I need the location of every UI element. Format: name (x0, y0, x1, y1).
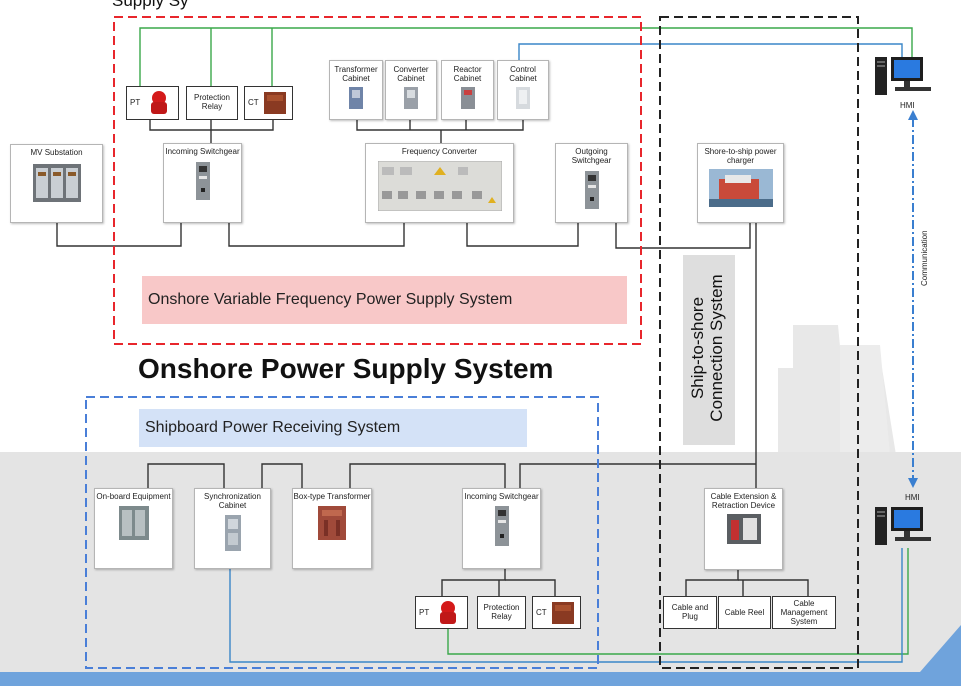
communication-label: Communication (920, 230, 929, 286)
onshore-outgoing-switchgear: Outgoing Switchgear (555, 143, 628, 223)
ship-ct: CT (532, 596, 581, 629)
ship-protection-relay-label: Protection Relay (483, 603, 520, 621)
equipment-room-icon (118, 506, 149, 540)
shipboard-system-border (85, 396, 599, 669)
page-title-partial: Supply Sy (112, 0, 189, 10)
shore-to-ship-charger-label: Shore-to-ship power charger (704, 147, 777, 165)
transformer-icon (318, 506, 346, 540)
reactor-cabinet-label: Reactor Cabinet (453, 65, 482, 83)
onshore-variable-frequency-label: Onshore Variable Frequency Power Supply … (142, 276, 627, 324)
onshore-incoming-switchgear-label: Incoming Switchgear (165, 147, 240, 156)
cable-management-system-label: Cable Management System (780, 599, 828, 626)
onshore-ct: CT (244, 86, 293, 120)
onshore-incoming-switchgear: Incoming Switchgear (163, 143, 242, 223)
hmi-computer-bottom-icon (875, 507, 931, 545)
reactor-cabinet: Reactor Cabinet (441, 60, 494, 120)
current-transformer-icon (264, 92, 286, 114)
converter-cabinet: Converter Cabinet (385, 60, 437, 120)
cable-extension-device: Cable Extension & Retraction Device (704, 488, 783, 570)
transformer-cabinet-label: Transformer Cabinet (334, 65, 378, 83)
ship-to-shore-connection-label: Ship-to-shore Connection System (688, 255, 726, 441)
onboard-equipment-label: On-board Equipment (96, 492, 171, 501)
ship-pt-label: PT (419, 608, 430, 617)
box-type-transformer: Box-type Transformer (292, 488, 372, 569)
synchronization-cabinet-label: Synchronization Cabinet (204, 492, 261, 510)
cable-extension-device-label: Cable Extension & Retraction Device (710, 492, 777, 510)
shipboard-receiving-label: Shipboard Power Receiving System (139, 409, 527, 447)
onshore-pt-label: PT (130, 98, 141, 107)
potential-transformer-icon (151, 91, 167, 114)
connection-label-line2: Connection System (707, 274, 726, 422)
current-transformer-icon (552, 602, 574, 624)
box-type-transformer-label: Box-type Transformer (293, 492, 371, 501)
ship-incoming-switchgear-label: Incoming Switchgear (464, 492, 539, 501)
onshore-pt: PT (126, 86, 179, 120)
shore-to-ship-charger: Shore-to-ship power charger (697, 143, 784, 223)
cabinet-icon (349, 87, 363, 109)
ship-pt: PT (415, 596, 468, 629)
switchgear-icon (584, 171, 599, 209)
control-cabinet-label: Control Cabinet (509, 65, 537, 83)
cable-management-system: Cable Management System (772, 596, 836, 629)
potential-transformer-icon (440, 601, 456, 624)
connection-label-band (683, 255, 735, 445)
charger-icon (708, 169, 773, 207)
mv-substation-label: MV Substation (30, 148, 83, 157)
switchgear-icon (195, 162, 210, 200)
synchronization-cabinet: Synchronization Cabinet (194, 488, 271, 569)
converter-cabinets-icon (377, 160, 502, 212)
arrow-down-icon (908, 478, 918, 488)
communication-lines-top (139, 27, 913, 86)
ship-incoming-switchgear: Incoming Switchgear (462, 488, 541, 569)
cable-reel-device-icon (726, 514, 761, 544)
onshore-ct-label: CT (248, 98, 259, 107)
cable-and-plug-label: Cable and Plug (671, 603, 709, 621)
power-lines-shipboard (147, 463, 809, 596)
mv-substation: MV Substation (10, 144, 103, 223)
main-title: Onshore Power Supply System (138, 353, 554, 384)
hmi-bottom-label: HMI (905, 493, 920, 502)
arrow-up-icon (908, 110, 918, 120)
converter-cabinet-label: Converter Cabinet (393, 65, 429, 83)
cabinet-icon (404, 87, 418, 109)
power-lines-onshore (56, 118, 757, 488)
cable-reel-label: Cable Reel (724, 608, 765, 617)
ship-protection-relay: Protection Relay (477, 596, 526, 629)
data-line-bottom (229, 548, 903, 663)
switchgear-icon (494, 506, 509, 546)
cabinet-icon (224, 515, 241, 551)
hmi-top-label: HMI (900, 101, 915, 110)
transformer-cabinet: Transformer Cabinet (329, 60, 383, 120)
cabinet-icon (516, 87, 530, 109)
cabinet-icon (460, 87, 475, 109)
onboard-equipment: On-board Equipment (94, 488, 173, 569)
ship-superstructure-top (793, 325, 842, 368)
ship-ct-label: CT (536, 608, 547, 617)
data-line-top (518, 43, 903, 88)
frequency-converter-label: Frequency Converter (401, 147, 478, 156)
onshore-outgoing-switchgear-label: Outgoing Switchgear (571, 147, 612, 165)
hmi-computer-top-icon (875, 57, 931, 95)
connection-system-border (659, 16, 859, 669)
control-cabinet: Control Cabinet (497, 60, 549, 120)
onshore-protection-relay-label: Protection Relay (193, 93, 231, 111)
connection-label-line1: Ship-to-shore (688, 296, 707, 400)
onshore-protection-relay: Protection Relay (186, 86, 238, 120)
cable-and-plug: Cable and Plug (663, 596, 717, 629)
frequency-converter: Frequency Converter (365, 143, 514, 223)
switchgear-cabinets-icon (32, 164, 81, 202)
cable-reel: Cable Reel (718, 596, 771, 629)
communication-line-bottom (447, 548, 909, 655)
onshore-system-border (113, 16, 642, 345)
